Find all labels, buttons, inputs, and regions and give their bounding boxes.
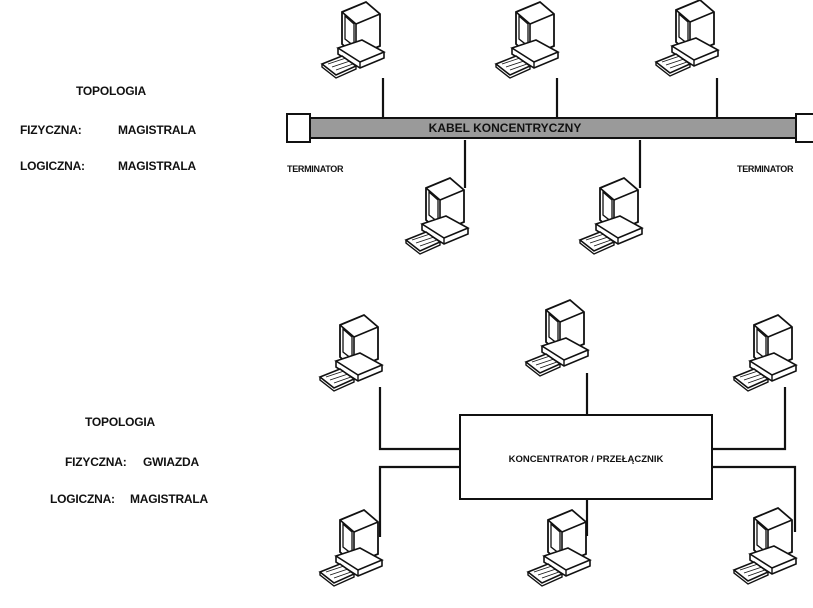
star-physical-value: GWIAZDA <box>143 455 199 469</box>
desktop-computer-icon <box>495 1 559 79</box>
star-logical-label: LOGICZNA: <box>50 492 115 506</box>
desktop-computer-icon <box>733 314 797 392</box>
star-physical-label: FIZYCZNA: <box>65 455 127 469</box>
bus-logical-label: LOGICZNA: <box>20 159 85 173</box>
terminator-left <box>286 113 311 143</box>
terminator-right-label: TERMINATOR <box>737 164 794 174</box>
star-logical-value: MAGISTRALA <box>130 492 208 506</box>
desktop-computer-icon <box>579 177 643 255</box>
hub-switch-box <box>459 414 713 500</box>
star-link <box>712 387 787 451</box>
star-link <box>712 465 797 532</box>
desktop-computer-icon <box>655 0 719 77</box>
desktop-computer-icon <box>527 509 591 587</box>
star-link <box>378 387 460 451</box>
desktop-computer-icon <box>405 177 469 255</box>
cable-label: KABEL KONCENTRYCZNY <box>429 121 582 135</box>
bus-physical-row: FIZYCZNA: MAGISTRALA <box>20 123 196 137</box>
star-physical-row: FIZYCZNA: GWIAZDA <box>65 455 199 469</box>
desktop-computer-icon <box>319 509 383 587</box>
hub-label: KONCENTRATOR / PRZEŁĄCZNIK <box>509 454 664 465</box>
star-topology-heading: TOPOLOGIA <box>85 415 155 429</box>
bus-logical-row: LOGICZNA: MAGISTRALA <box>20 159 196 173</box>
terminator-right <box>795 113 813 143</box>
desktop-computer-icon <box>319 314 383 392</box>
star-link <box>378 465 460 537</box>
star-logical-row: LOGICZNA: MAGISTRALA <box>50 492 208 506</box>
desktop-computer-icon <box>525 299 589 377</box>
desktop-computer-icon <box>733 507 797 585</box>
terminator-left-label: TERMINATOR <box>287 164 344 174</box>
bus-logical-value: MAGISTRALA <box>118 159 196 173</box>
bus-topology-heading: TOPOLOGIA <box>76 84 146 98</box>
bus-physical-value: MAGISTRALA <box>118 123 196 137</box>
desktop-computer-icon <box>321 1 385 79</box>
bus-physical-label: FIZYCZNA: <box>20 123 82 137</box>
